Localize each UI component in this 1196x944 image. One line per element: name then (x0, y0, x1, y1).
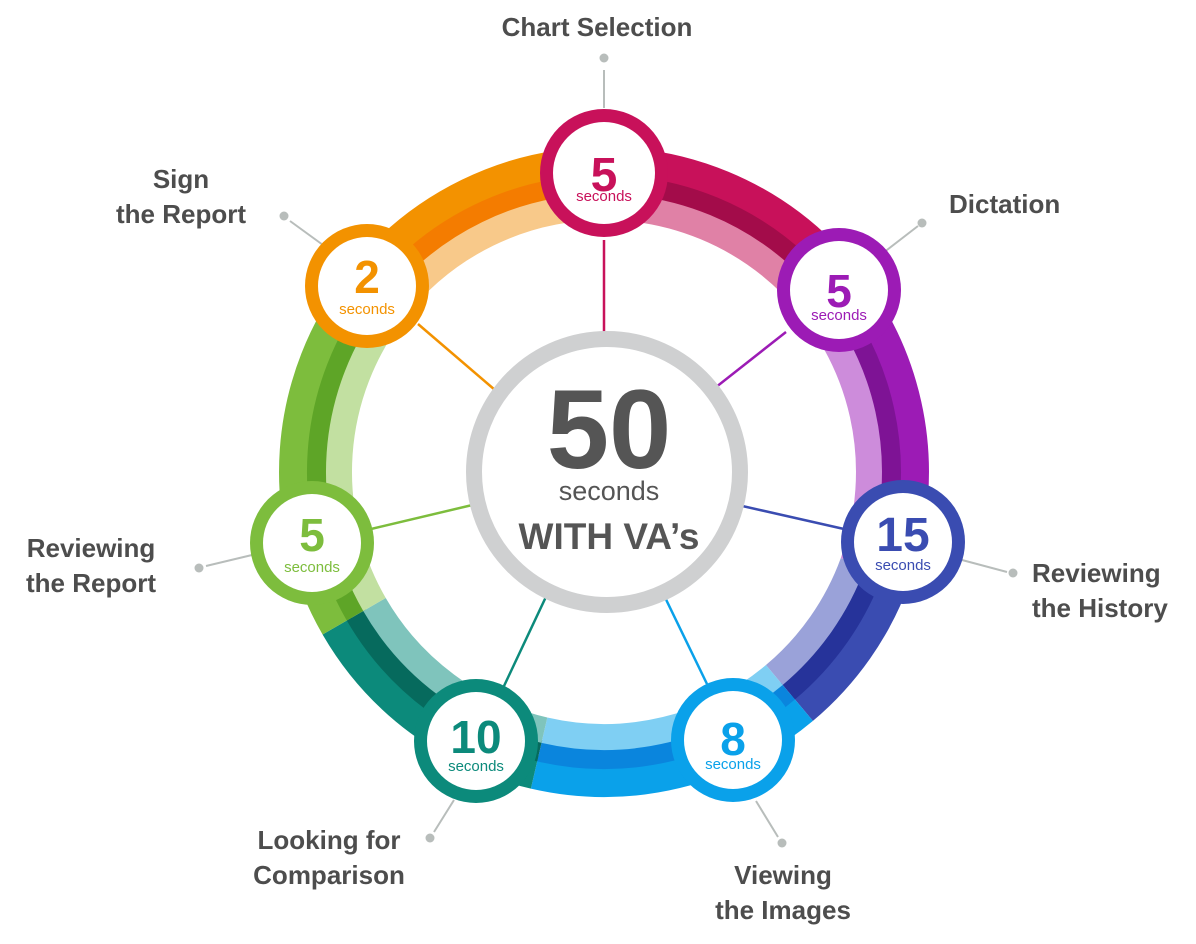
badge-seconds-unit: seconds (811, 307, 867, 324)
spoke-line (657, 584, 709, 685)
step-label-line: Reviewing (27, 533, 156, 563)
step-label-line: Viewing (734, 860, 832, 890)
total-seconds-unit: seconds (559, 476, 660, 506)
spokes (370, 240, 845, 687)
badge-seconds-value: 2 (354, 251, 380, 303)
step-label: Viewing the Images (715, 860, 851, 925)
badge-seconds-value: 15 (876, 509, 929, 562)
step-label-line: Comparison (253, 860, 405, 890)
step-label: Dictation (949, 189, 1060, 219)
badge-seconds-value: 5 (591, 149, 618, 202)
total-caption: WITH VA’s (519, 516, 700, 557)
center-total: 50 seconds WITH VA’s (466, 331, 748, 613)
badge-seconds-unit: seconds (284, 559, 340, 576)
step-label: Reviewing the History (1032, 558, 1168, 623)
badge-face (427, 692, 525, 790)
badge-seconds-unit: seconds (339, 301, 395, 318)
badge-seconds-unit: seconds (576, 188, 632, 205)
callout-dot (599, 53, 609, 63)
spoke-line (728, 501, 845, 531)
badge-face (854, 493, 952, 591)
spoke-line (705, 331, 787, 396)
step-label-line: the Report (116, 199, 246, 229)
step-label-line: the History (1032, 593, 1168, 623)
center-circle (466, 331, 748, 613)
spoke-line (370, 500, 486, 531)
step-label: Sign the Report (116, 164, 246, 229)
callout-dot (425, 833, 435, 843)
badge-face (318, 237, 416, 335)
callout-line (882, 225, 919, 254)
ring-segment-inner (765, 557, 866, 685)
callout-dot (279, 211, 289, 221)
callout-line (755, 800, 779, 838)
step-label: Reviewing the Report (26, 533, 156, 598)
badge-seconds-unit: seconds (875, 557, 931, 574)
step-label-line: Sign (153, 164, 209, 194)
step-label-line: Reviewing (1032, 558, 1161, 588)
callout-dot (194, 563, 204, 573)
callout-dot (917, 218, 927, 228)
badge-face (790, 241, 888, 339)
callout-line (205, 554, 253, 567)
spoke-line (502, 583, 554, 687)
badge-seconds-value: 10 (450, 711, 501, 763)
callout-dot (777, 838, 787, 848)
badge-seconds-unit: seconds (705, 756, 761, 773)
callout-line (961, 559, 1008, 573)
step-label-line: Chart Selection (502, 12, 693, 42)
badge-seconds-value: 5 (299, 509, 325, 561)
step-label-line: the Images (715, 895, 851, 925)
badge-face (684, 691, 782, 789)
callouts (194, 53, 1018, 848)
callout-line (433, 799, 455, 833)
step-label: Chart Selection (502, 12, 693, 42)
step-badges: 5seconds5seconds15seconds8seconds10secon… (250, 109, 965, 803)
badge-face (263, 494, 361, 592)
badge-face (553, 122, 655, 224)
total-seconds-number: 50 (547, 367, 672, 492)
badge-seconds-value: 5 (826, 265, 852, 317)
callout-dot (1008, 568, 1018, 578)
step-label-line: Dictation (949, 189, 1060, 219)
badge-seconds-value: 8 (720, 713, 746, 765)
spoke-line (417, 323, 496, 391)
step-label-line: Looking for (258, 825, 401, 855)
badge-seconds-unit: seconds (448, 758, 504, 775)
callout-line (289, 220, 324, 246)
step-label-line: the Report (26, 568, 156, 598)
